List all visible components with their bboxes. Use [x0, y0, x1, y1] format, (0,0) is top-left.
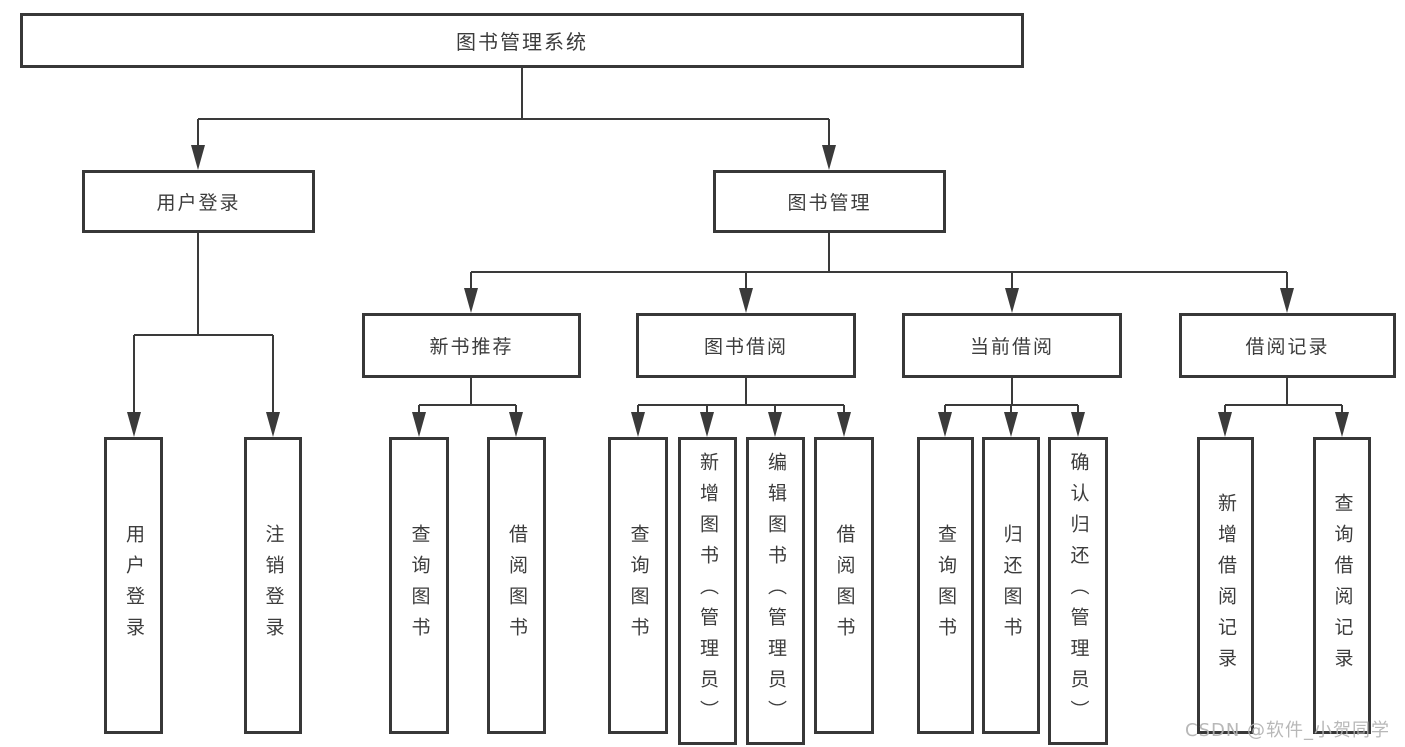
- edge-bookmgmt-to-level3: [470, 232, 1288, 295]
- node-book-management: 图书管理: [713, 170, 946, 233]
- leaf-label: 用户登录: [123, 523, 145, 648]
- leaf-label: 查询图书: [935, 523, 957, 648]
- leaf-query-books-recommend: 查询图书: [389, 437, 449, 734]
- leaf-return-books: 归还图书: [982, 437, 1040, 734]
- node-label: 新书推荐: [429, 336, 514, 358]
- node-label: 图书管理: [787, 192, 872, 214]
- leaf-add-borrow-record: 新增借阅记录: [1197, 437, 1254, 734]
- node-current-borrowing: 当前借阅: [902, 313, 1122, 378]
- leaf-user-login: 用户登录: [104, 437, 163, 734]
- leaf-label: 借阅图书: [833, 523, 856, 648]
- leaf-label: 查询借阅记录: [1331, 492, 1354, 679]
- node-book-borrowing: 图书借阅: [636, 313, 856, 378]
- edge-newbookrec-to-leaves: [418, 377, 517, 419]
- leaf-label: 注销登录: [262, 523, 285, 648]
- leaf-borrow-books-recommend: 借阅图书: [487, 437, 546, 734]
- leaf-label: 查询图书: [408, 523, 431, 648]
- leaf-label: 编辑图书（管理员）: [765, 451, 787, 731]
- leaf-query-books-current: 查询图书: [917, 437, 974, 734]
- node-label: 当前借阅: [969, 336, 1054, 358]
- node-label: 图书借阅: [703, 336, 788, 358]
- node-label: 图书管理系统: [456, 30, 588, 54]
- leaf-label: 新增借阅记录: [1215, 492, 1237, 679]
- edge-root-to-level2: [197, 67, 830, 152]
- leaf-borrow-books-borrowing: 借阅图书: [814, 437, 874, 734]
- leaf-add-books-admin: 新增图书（管理员）: [678, 437, 737, 745]
- leaf-edit-books-admin: 编辑图书（管理员）: [746, 437, 805, 745]
- node-new-book-recommend: 新书推荐: [362, 313, 581, 378]
- leaf-logout: 注销登录: [244, 437, 302, 734]
- csdn-watermark: CSDN @软件_小贺同学: [1185, 720, 1391, 741]
- node-user-login: 用户登录: [82, 170, 315, 233]
- leaf-label: 新增图书（管理员）: [697, 451, 719, 731]
- leaf-label: 归还图书: [1000, 523, 1023, 648]
- leaf-label: 借阅图书: [506, 523, 528, 648]
- node-label: 借阅记录: [1245, 336, 1330, 358]
- leaf-confirm-return-admin: 确认归还（管理员）: [1048, 437, 1108, 745]
- node-label: 用户登录: [156, 192, 241, 214]
- edge-userlogin-to-leaves: [133, 233, 274, 419]
- leaf-label: 确认归还（管理员）: [1067, 451, 1090, 731]
- leaf-query-books-borrowing: 查询图书: [608, 437, 668, 734]
- node-borrow-records: 借阅记录: [1179, 313, 1396, 378]
- edge-records-to-leaves: [1224, 377, 1343, 419]
- leaf-label: 查询图书: [627, 523, 650, 648]
- leaf-query-borrow-record: 查询借阅记录: [1313, 437, 1371, 734]
- edge-bookborrow-to-leaves: [637, 377, 845, 419]
- node-root-system: 图书管理系统: [20, 13, 1024, 68]
